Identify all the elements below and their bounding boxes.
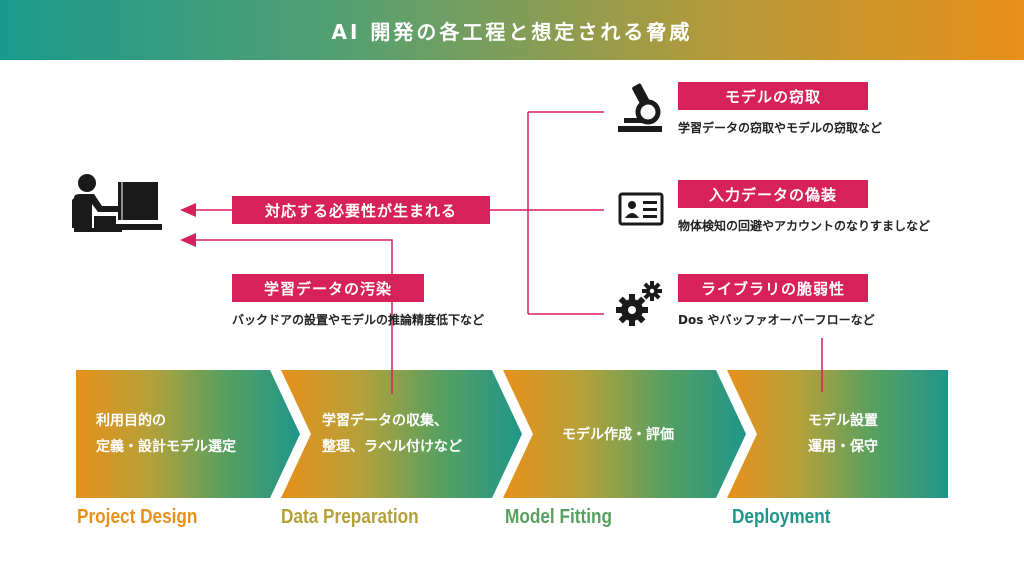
threat-desc-2: 物体検知の回避やアカウントのなりすましなど: [678, 219, 931, 233]
threat-label-3: ライブラリの脆弱性: [678, 274, 868, 302]
phase-label-design: Project Design: [77, 506, 198, 528]
phase-label-data: Data Preparation: [281, 506, 419, 528]
stage-chevron-3: [503, 370, 746, 498]
poisoning-arrow-head: [180, 233, 196, 247]
stage-chevron-2: [281, 370, 522, 498]
title-banner: AI 開発の各工程と想定される脅威: [0, 0, 1024, 60]
threat-desc-1: 学習データの窃取やモデルの窃取など: [678, 121, 883, 135]
threat-label-2: 入力データの偽装: [678, 180, 868, 208]
stage-text-1: 利用目的の 定義・設計モデル選定: [96, 408, 236, 460]
poisoning-desc: バックドアの設置やモデルの推論精度低下など: [232, 313, 485, 327]
stage-1-line-2: 定義・設計モデル選定: [96, 439, 236, 455]
page-title: AI 開発の各工程と想定される脅威: [331, 19, 693, 44]
id-card-icon: [618, 192, 664, 226]
response-label: 対応する必要性が生まれる: [232, 196, 490, 224]
stage-chevron-4: [727, 370, 948, 498]
poisoning-label: 学習データの汚染: [232, 274, 424, 302]
phase-label-deploy: Deployment: [732, 506, 831, 528]
threat-bracket: [527, 111, 604, 315]
phase-label-model: Model Fitting: [505, 506, 613, 528]
stage-text-3: モデル作成・評価: [562, 422, 674, 448]
stage-2-line-2: 整理、ラベル付けなど: [322, 439, 462, 455]
microscope-icon: [618, 83, 662, 132]
stage-3-line-1: モデル作成・評価: [562, 427, 674, 443]
stage-text-2: 学習データの収集、 整理、ラベル付けなど: [322, 408, 462, 460]
stage-chevron-1: [76, 370, 300, 498]
stage-2-line-1: 学習データの収集、: [322, 413, 448, 429]
stage-text-4: モデル設置 運用・保守: [808, 408, 878, 460]
poisoning-arrow-line: [196, 239, 393, 394]
threat-desc-3: Dos やバッファオーバーフローなど: [678, 313, 875, 327]
response-arrow-head: [180, 203, 196, 217]
stage-4-line-1: モデル設置: [808, 413, 878, 429]
stage-1-line-1: 利用目的の: [96, 413, 166, 429]
person-at-computer-icon: [72, 174, 162, 232]
gears-icon: [616, 281, 662, 326]
stage-4-line-2: 運用・保守: [808, 439, 878, 455]
threat-label-1: モデルの窃取: [678, 82, 868, 110]
